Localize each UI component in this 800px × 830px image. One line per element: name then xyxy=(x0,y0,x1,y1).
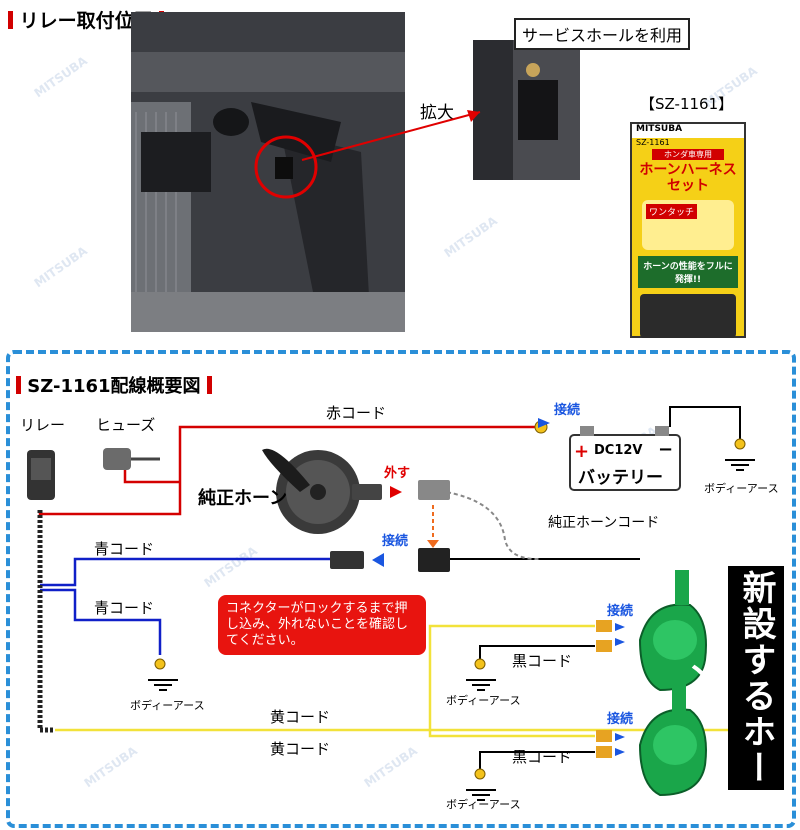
relay-closeup-illustration xyxy=(473,40,580,180)
service-hole-callout: サービスホールを利用 xyxy=(514,18,691,50)
blue-cord-label-1: 青コード xyxy=(94,540,155,558)
fuse-label: ヒューズ xyxy=(96,416,156,434)
connect-label-4: 接続 xyxy=(607,712,634,727)
stock-horn-label: 純正ホーン xyxy=(198,488,288,509)
section2-header: SZ-1161配線概要図 xyxy=(16,372,212,398)
package-code: SZ-1161 xyxy=(636,138,670,147)
zoom-label: 拡大 xyxy=(420,103,454,123)
new-horn-label: 新設するホーン xyxy=(680,566,784,790)
body-earth-label-3: ボディーアース xyxy=(446,694,521,707)
body-earth-label-1: ボディーアース xyxy=(704,482,779,495)
body-earth-label-2: ボディーアース xyxy=(130,699,205,712)
connect-label-1: 接続 xyxy=(554,403,581,418)
black-cord-label-1: 黒コード xyxy=(512,652,573,670)
package-harness-image xyxy=(640,294,736,338)
relay-label: リレー xyxy=(20,416,66,434)
blue-cord-label-2: 青コード xyxy=(94,599,155,617)
connect-label-2: 接続 xyxy=(382,534,409,549)
battery-minus: − xyxy=(658,439,674,460)
package-slogan: ホーンの性能をフルに発揮!! xyxy=(638,256,738,288)
lock-warning-note: コネクターがロックするまで押し込み、外れないことを確認してください。 xyxy=(218,595,426,655)
product-code-label: 【SZ-1161】 xyxy=(640,95,734,113)
body-earth-label-4: ボディーアース xyxy=(446,798,521,811)
package-brand: MITSUBA xyxy=(632,124,744,138)
title-marker xyxy=(16,376,21,394)
remove-label: 外す xyxy=(384,466,411,481)
package-tag: ホンダ車専用 xyxy=(652,149,724,160)
engine-bay-photo xyxy=(131,12,405,332)
red-cord-label: 赤コード xyxy=(326,404,387,422)
battery-plus: + xyxy=(574,441,590,462)
connect-label-3: 接続 xyxy=(607,604,634,619)
battery-name: バッテリー xyxy=(578,468,663,488)
section2-title: SZ-1161配線概要図 xyxy=(27,376,201,397)
battery: + DC12V − バッテリー xyxy=(570,435,680,490)
zoom-photo xyxy=(473,40,580,180)
package-car-image: ワンタッチ xyxy=(642,200,734,250)
engine-bay-illustration xyxy=(131,12,405,332)
battery-voltage: DC12V xyxy=(594,443,643,458)
package-title: ホーンハーネスセット xyxy=(639,162,737,194)
product-package: MITSUBA SZ-1161 ホンダ車専用 ホーンハーネスセット ワンタッチ … xyxy=(630,122,746,338)
yellow-cord-label-1: 黄コード xyxy=(270,708,331,726)
package-badge: ワンタッチ xyxy=(646,204,698,219)
stock-horn-cord-label: 純正ホーンコード xyxy=(548,515,660,531)
section1-title: リレー取付位置 xyxy=(19,10,153,32)
title-marker xyxy=(8,11,13,29)
zoom-arrow xyxy=(301,110,481,161)
wiring-diagram-frame xyxy=(6,350,796,828)
yellow-cord-label-2: 黄コード xyxy=(270,740,331,758)
title-marker xyxy=(206,376,212,394)
black-cord-label-2: 黒コード xyxy=(512,748,573,766)
